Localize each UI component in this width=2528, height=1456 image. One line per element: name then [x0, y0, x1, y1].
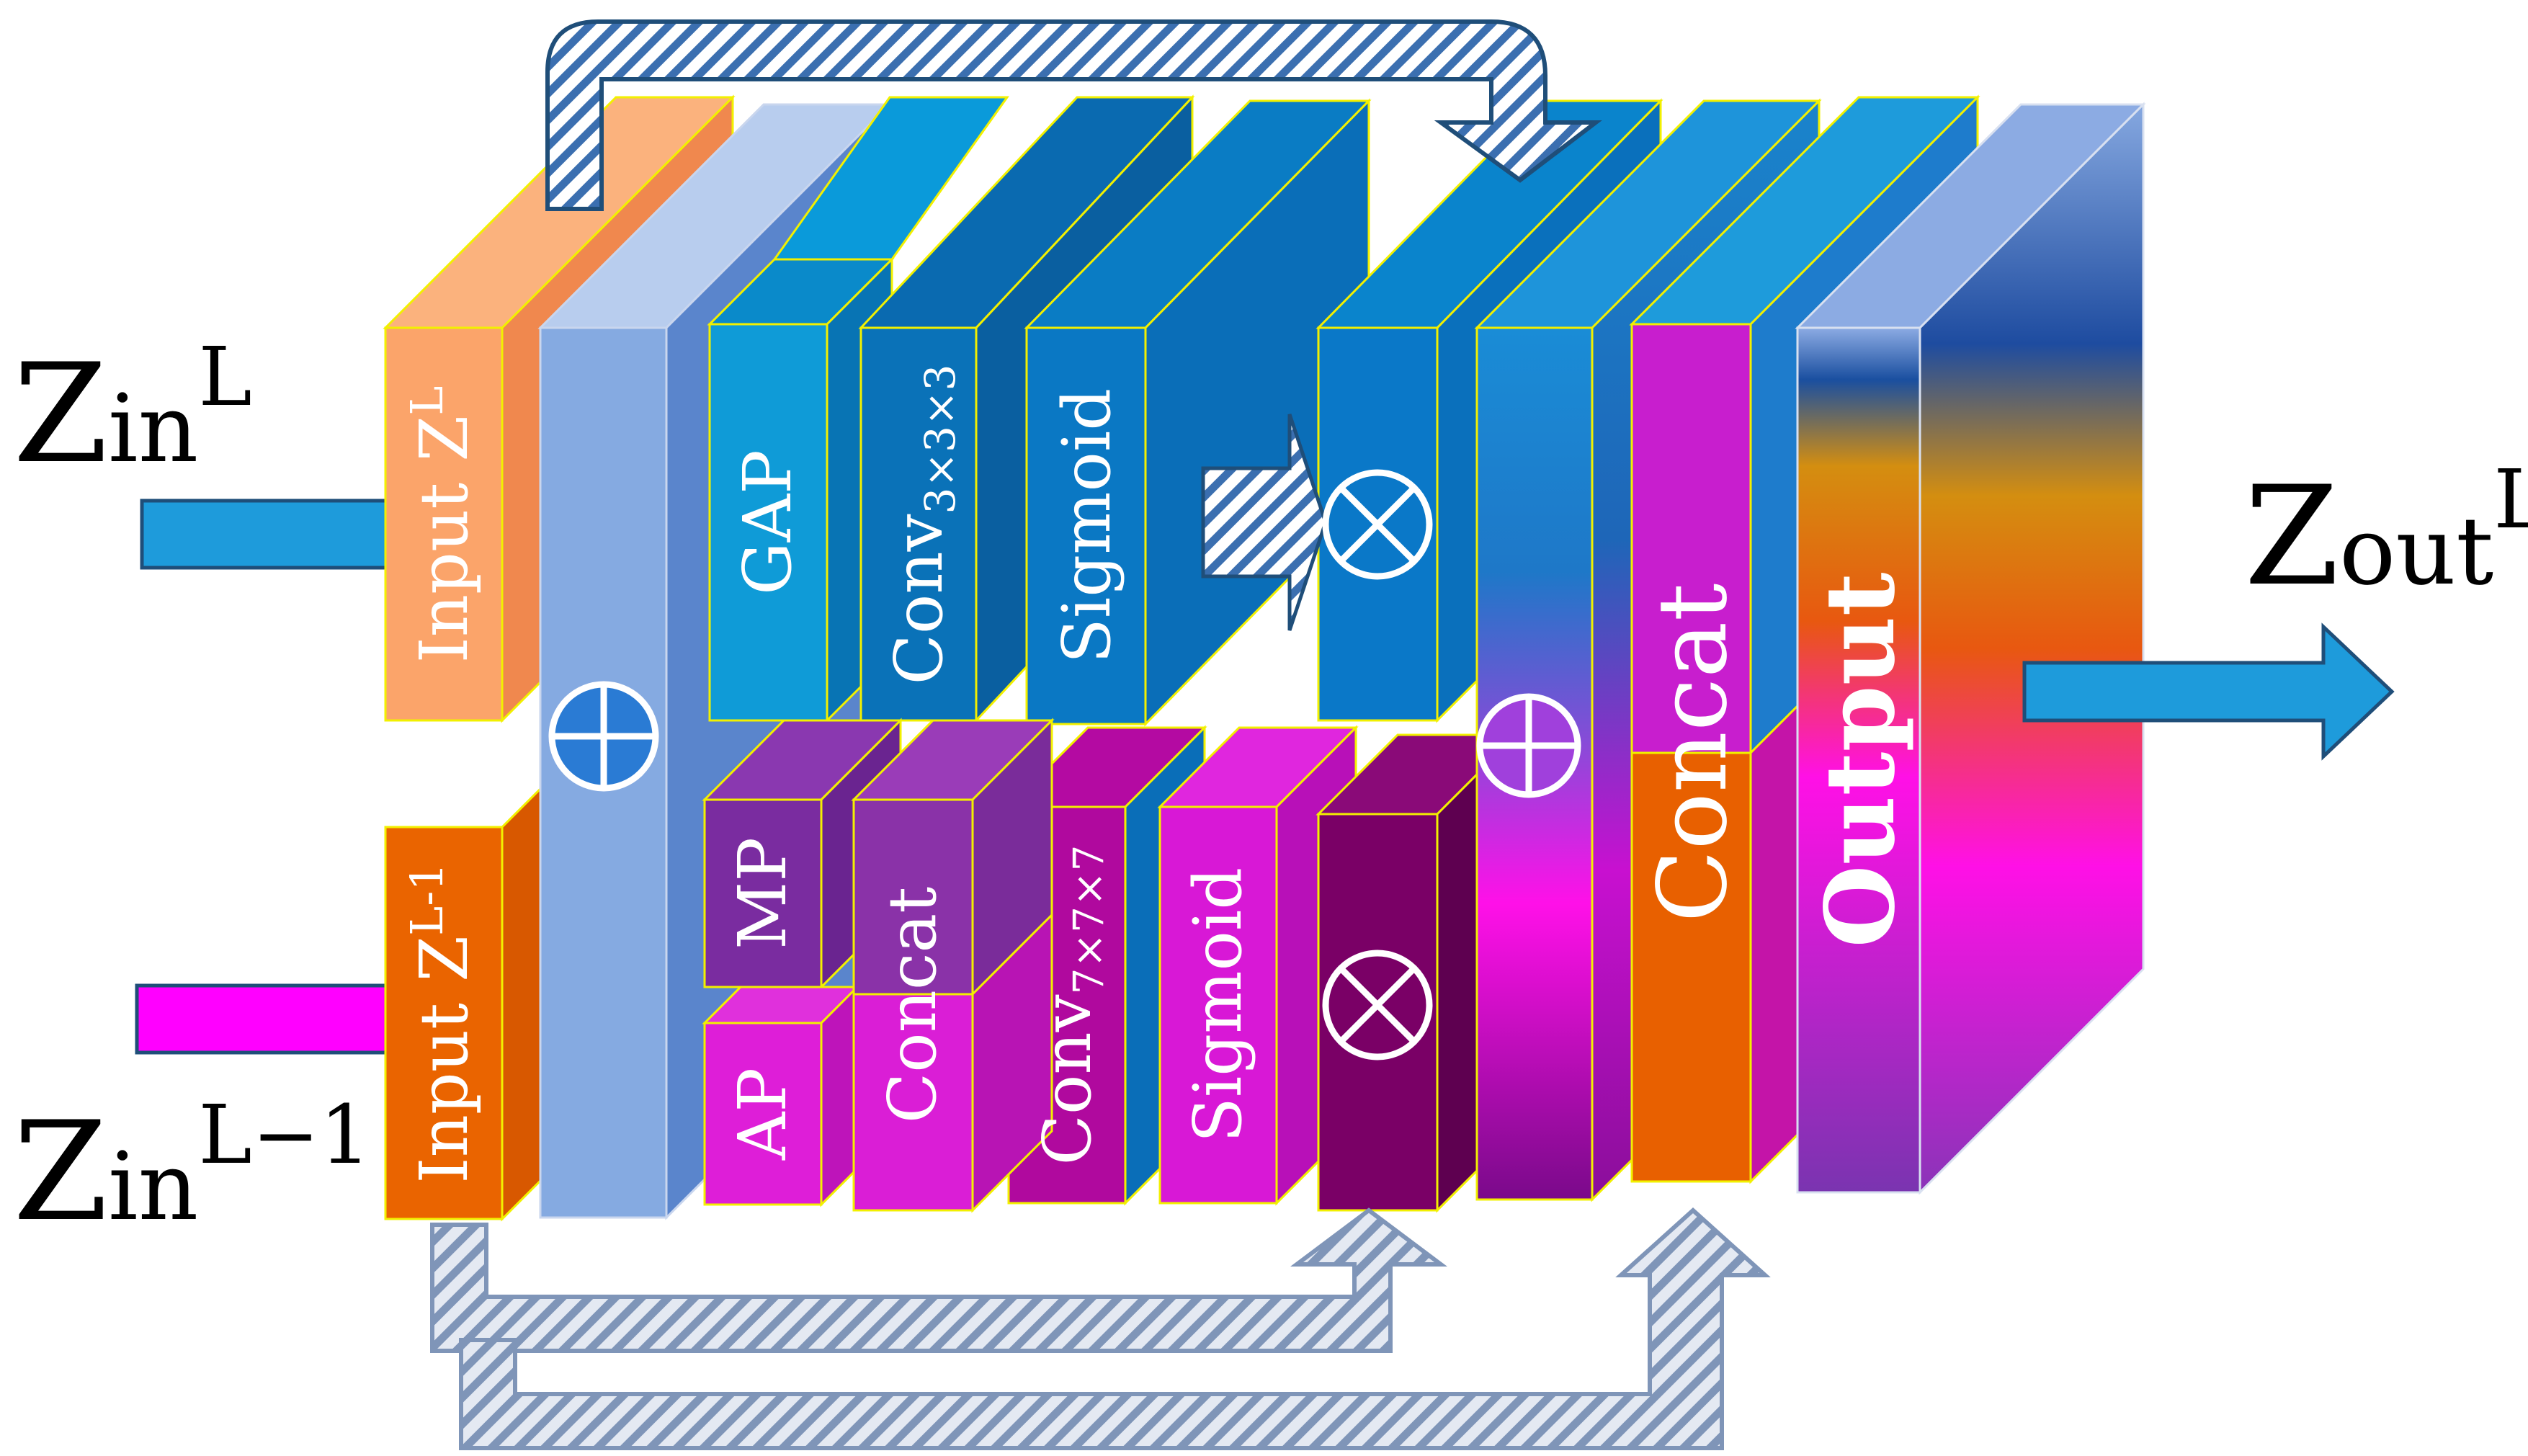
- multiply-icon: [1322, 469, 1433, 580]
- conv3-label: Conv3×3×3: [880, 365, 965, 685]
- concat-large-label: Concat: [1638, 583, 1748, 922]
- add-icon: [548, 681, 659, 792]
- ap-label: AP: [724, 1068, 801, 1161]
- bottom-skip-arrow-2: [459, 1207, 1771, 1450]
- multiply-icon: [1322, 950, 1433, 1060]
- zout-arrow: [2022, 622, 2395, 761]
- concat-small-label: Concat: [874, 887, 951, 1123]
- conv7-label: Conv7×7×7: [1029, 845, 1113, 1166]
- output-block: [1795, 102, 2146, 1195]
- zin-l-1-label: ZinL−1: [13, 1089, 371, 1251]
- sigmoid-bottom-label: Sigmoid: [1179, 867, 1256, 1143]
- zin-l-arrow: [140, 499, 393, 570]
- gap-label: GAP: [729, 450, 806, 595]
- zin-l-label: ZinL: [13, 331, 252, 493]
- input-zl1-label: Input ZL-1: [401, 862, 483, 1183]
- mp-label: MP: [724, 837, 801, 950]
- middle-hatched-arrow: [1201, 414, 1328, 631]
- sigmoid-top-label: Sigmoid: [1048, 388, 1125, 664]
- input-zl-label: Input ZL: [401, 385, 483, 663]
- output-label: Output: [1805, 572, 1916, 947]
- zout-l-label: ZoutL: [2244, 453, 2528, 616]
- concat-small-block: [851, 718, 1055, 1213]
- top-skip-arrow: [545, 19, 1602, 211]
- bottom-skip-arrow-1: [430, 1207, 1447, 1353]
- add-icon: [1476, 693, 1581, 798]
- zin-l-1-arrow: [135, 983, 393, 1055]
- ap-block: [702, 984, 860, 1207]
